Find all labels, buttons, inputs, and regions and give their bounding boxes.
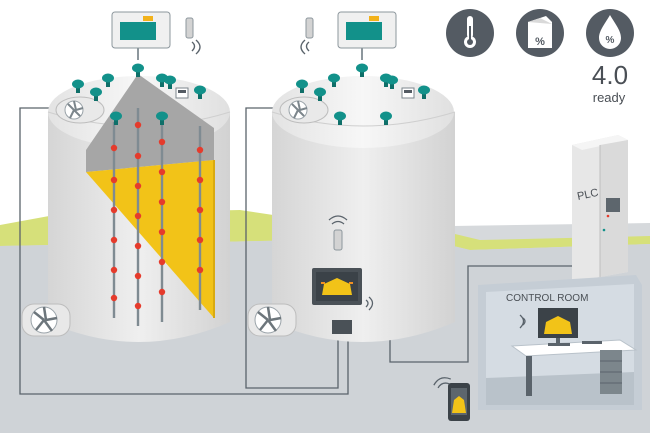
level-sensor-silo-2	[401, 87, 415, 99]
cable-sensor-head	[164, 75, 176, 89]
temperature-sensor-point	[196, 146, 204, 154]
plc-cabinet	[572, 135, 628, 282]
temperature-sensor-point	[158, 288, 166, 296]
temperature-sensor-point	[110, 294, 118, 302]
temperature-sensor-point	[196, 176, 204, 184]
temperature-sensor-point	[134, 302, 142, 310]
aeration-fan-top-silo-1	[55, 96, 105, 124]
cable-sensor-head	[314, 87, 326, 101]
control-room-wireless-icon	[519, 314, 526, 329]
silo-2-wireless-antenna	[328, 215, 348, 251]
temperature-sensor-point	[158, 258, 166, 266]
aeration-fan-bottom-silo-1	[21, 303, 71, 337]
temperature-sensor-point	[158, 138, 166, 146]
temperature-sensor-point	[196, 206, 204, 214]
temperature-sensor-point	[134, 152, 142, 160]
aeration-fan-bottom-silo-2	[247, 303, 297, 337]
temperature-sensor-point	[134, 182, 142, 190]
temperature-sensor-point	[134, 212, 142, 220]
humidity-symbol: %	[535, 36, 545, 48]
silo-1-roof-interior	[86, 74, 214, 172]
temperature-sensor-point	[110, 236, 118, 244]
thermometer-icon	[446, 9, 494, 57]
plc-label: PLC	[576, 187, 599, 203]
cable-sensor-head	[194, 85, 206, 99]
cable-sensor-head	[296, 79, 308, 93]
wireless-module-silo-1	[111, 11, 201, 60]
cable-sensor-head	[356, 63, 368, 77]
temperature-sensor-point	[196, 266, 204, 274]
cable-sensor-head	[102, 73, 114, 87]
cable-sensor-head	[334, 111, 346, 125]
field-display-monitor	[312, 268, 374, 311]
cable-sensor-head	[132, 63, 144, 77]
smartphone	[433, 377, 470, 421]
control-room-label: CONTROL ROOM	[506, 293, 588, 304]
cable-sensor-head	[90, 87, 102, 101]
humidity-document-icon: %	[516, 9, 564, 57]
wireless-module-silo-2	[300, 11, 397, 60]
cable-sensor-head	[156, 111, 168, 125]
cable-sensor-head	[380, 111, 392, 125]
temperature-sensor-point	[110, 266, 118, 274]
cable-sensor-head	[110, 111, 122, 125]
cable-sensor-heads	[72, 63, 430, 125]
temperature-sensor-point	[158, 168, 166, 176]
temperature-sensor-point	[110, 176, 118, 184]
cable-sensor-head	[386, 75, 398, 89]
badge-number: 4.0	[592, 60, 628, 90]
level-sensor-silo-1	[175, 87, 189, 99]
moisture-symbol: %	[606, 35, 615, 46]
grain-fill	[86, 160, 214, 318]
junction-box	[332, 320, 352, 334]
temperature-sensor-point	[196, 236, 204, 244]
temperature-sensor-point	[134, 121, 142, 129]
temperature-sensor-point	[110, 144, 118, 152]
temperature-sensor-point	[134, 272, 142, 280]
cable-sensor-head	[328, 73, 340, 87]
cable-sensor-head	[418, 85, 430, 99]
control-room-monitor	[538, 308, 602, 346]
temperature-sensor-point	[110, 206, 118, 214]
cable-sensor-head	[72, 79, 84, 93]
badge-word: ready	[593, 90, 626, 105]
moisture-drop-icon: %	[586, 9, 634, 57]
temperature-sensor-points	[110, 121, 204, 310]
temperature-sensor-point	[158, 228, 166, 236]
temperature-sensor-point	[134, 242, 142, 250]
temperature-sensor-point	[158, 198, 166, 206]
aeration-fan-top-silo-2	[279, 96, 329, 124]
